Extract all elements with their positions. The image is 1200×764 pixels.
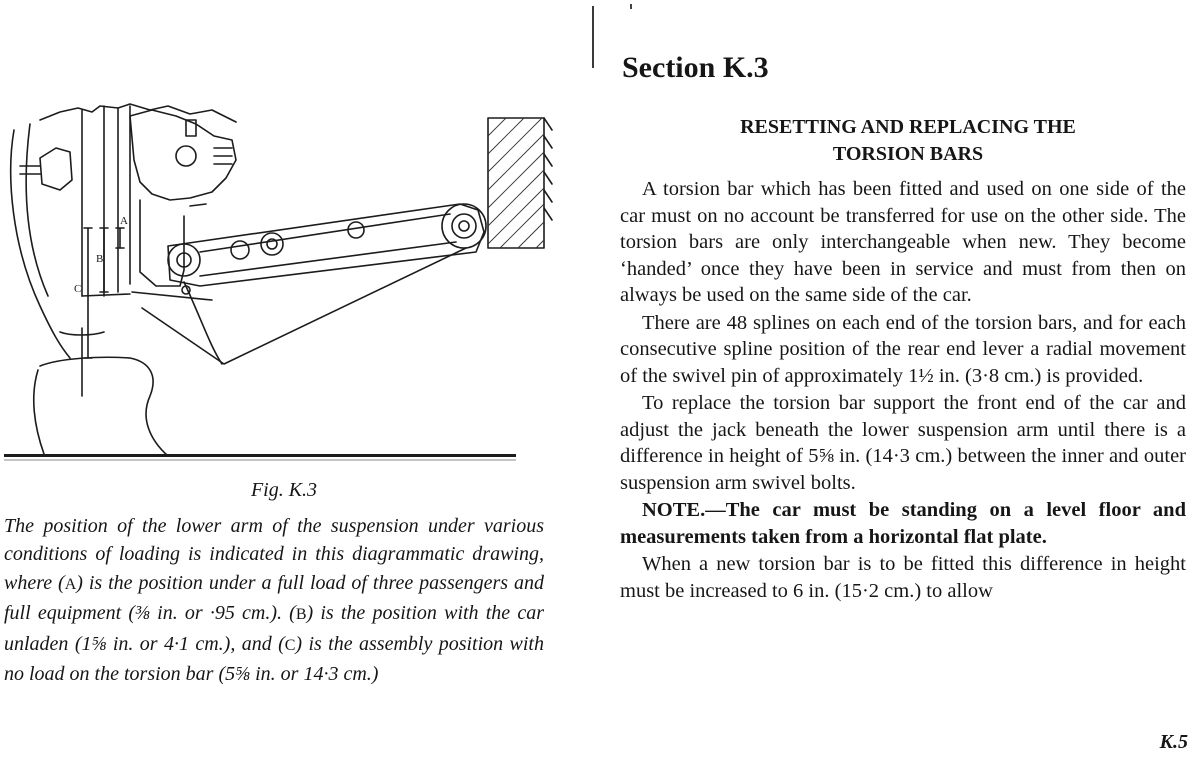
inner-pivot [441, 203, 487, 249]
caption-text-4: ) is the assembly position with no load … [4, 632, 544, 686]
marker-a: A [120, 215, 128, 227]
stud-nut [39, 147, 73, 191]
tyre-outline [9, 129, 71, 359]
swivel-housing [129, 109, 237, 201]
figure-label: Fig. K.3 [250, 479, 318, 501]
caption-text-2: ) is the position under a full load of t… [4, 571, 544, 625]
body-paragraph-2: There are 48 splines on each end of the … [620, 311, 1186, 387]
binding-gutter-mark [630, 4, 632, 9]
caption-text-1: The position of the lower arm of the sus… [4, 515, 544, 594]
caption-text-3: ) is the position with the car unladen (… [4, 602, 544, 655]
body-paragraph-3: To replace the torsion bar support the f… [620, 392, 1186, 494]
caption-ref-c: C [284, 636, 296, 654]
body-paragraph-1: A torsion bar which has been fitted and … [620, 178, 1186, 306]
hub-top-edge [39, 103, 237, 123]
section-body: A torsion bar which has been fitted and … [620, 176, 1186, 604]
suspension-diagram-svg: A B C [4, 103, 553, 461]
swivel-pin [139, 199, 185, 287]
frame-member [487, 117, 545, 249]
page-number: K.5 [1159, 731, 1188, 753]
wheel-rim-lower [39, 356, 169, 457]
suspension-diagram: A B C [0, 96, 568, 468]
arc-c [183, 281, 223, 365]
section-heading-line1: RESETTING AND REPLACING THE [740, 116, 1076, 138]
body-paragraph-4: When a new torsion bar is to be fitted t… [620, 553, 1186, 602]
section-title: Section K.3 [622, 51, 769, 84]
section-heading: RESETTING AND REPLACING THE TORSION BARS [632, 114, 1184, 168]
marker-c: C [74, 283, 81, 295]
caption-ref-a: A [64, 575, 77, 593]
binding-gutter-line [592, 6, 594, 68]
lowest-position-line [141, 247, 467, 365]
figure-caption: The position of the lower arm of the sus… [4, 512, 544, 688]
marker-b: B [96, 253, 103, 265]
caption-ref-b: B [295, 606, 307, 624]
body-note: NOTE.—The car must be standing on a leve… [620, 499, 1186, 548]
ground-line [4, 454, 516, 457]
section-heading-line2: TORSION BARS [832, 143, 984, 165]
